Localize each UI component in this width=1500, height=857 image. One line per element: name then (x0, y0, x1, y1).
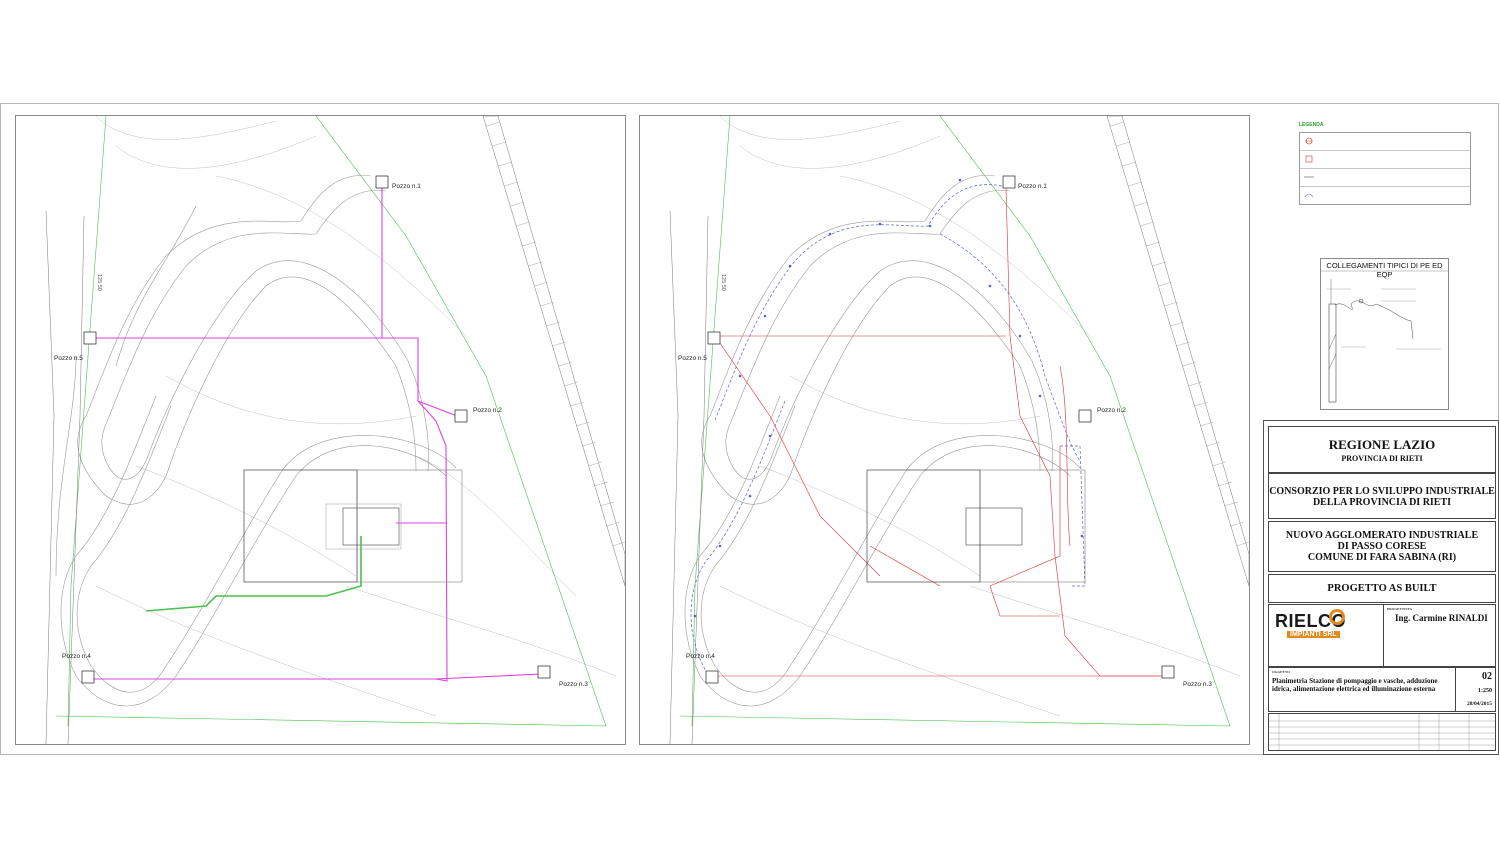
plan-view-right: Pozzo n.1 Pozzo n.2 Pozzo n.3 Pozzo n.4 … (639, 115, 1250, 745)
legend-row (1300, 151, 1470, 169)
client-line1: CONSORZIO PER LO SVILUPPO INDUSTRIALE (1269, 486, 1495, 497)
region-cell: REGIONE LAZIO PROVINCIA DI RIETI (1268, 426, 1496, 473)
earth-rod-icon (1304, 193, 1314, 198)
company-cell: RIELCO IMPIANTI SRL PROGETTISTA Ing. Car… (1268, 604, 1496, 667)
region-title: REGIONE LAZIO (1328, 437, 1436, 452)
designer-label: PROGETTISTA (1387, 607, 1413, 611)
well-label: Pozzo n.4 (686, 653, 715, 660)
logo-ring-icon (1329, 609, 1345, 625)
project-cell: NUOVO AGGLOMERATO INDUSTRIALE DI PASSO C… (1268, 521, 1496, 572)
legend-title: LEGENDA (1299, 122, 1324, 128)
legend-row (1300, 133, 1470, 151)
revision-grid (1269, 714, 1495, 750)
title-block: REGIONE LAZIO PROVINCIA DI RIETI CONSORZ… (1263, 420, 1499, 755)
lamp-symbol-icon (1305, 137, 1313, 145)
sheet-number: 02 (1482, 671, 1492, 682)
connection-detail: COLLEGAMENTI TIPICI DI PE ED EQP (1320, 258, 1449, 410)
client-line2: DELLA PROVINCIA DI RIETI (1312, 497, 1452, 508)
connection-detail-drawing (1321, 270, 1448, 403)
drawing-cell: OGGETTO Planimetria Stazione di pompaggi… (1268, 667, 1496, 712)
connection-detail-title: COLLEGAMENTI TIPICI DI PE ED EQP (1326, 261, 1443, 279)
elevation-label: 125.50 (720, 274, 726, 291)
sheet-info: 02 1:250 28/04/2015 (1455, 668, 1496, 711)
elevation-label: 125.50 (96, 274, 102, 291)
designer-name: Ing. Carmine RINALDI (1395, 613, 1488, 623)
plan-view-left: Pozzo n.1 Pozzo n.2 Pozzo n.3 Pozzo n.4 … (15, 115, 626, 745)
well-label: Pozzo n.5 (54, 355, 83, 362)
well-label: Pozzo n.4 (62, 653, 91, 660)
project-line3: COMUNE DI FARA SABINA (RI) (1307, 552, 1457, 563)
project-line2: DI PASSO CORESE (1337, 541, 1427, 552)
junction-box-icon (1305, 155, 1313, 163)
legend-row (1300, 169, 1470, 187)
well-label: Pozzo n.1 (392, 183, 421, 190)
drawing-label: OGGETTO (1272, 670, 1290, 674)
site-plan-right: Pozzo n.1 Pozzo n.2 Pozzo n.3 Pozzo n.4 … (669, 116, 1249, 744)
revision-table (1268, 713, 1496, 751)
well-label: Pozzo n.2 (1097, 407, 1126, 414)
company-logo: RIELCO (1275, 611, 1347, 631)
stage-cell: PROGETTO AS BUILT (1268, 574, 1496, 603)
well-label: Pozzo n.3 (1183, 681, 1212, 688)
scale-value: 1:250 (1478, 688, 1492, 694)
province-title: PROVINCIA DI RIETI (1341, 454, 1423, 463)
drawing-title: Planimetria Stazione di pompaggio e vasc… (1272, 677, 1438, 693)
date-value: 28/04/2015 (1466, 701, 1492, 707)
legend (1299, 132, 1471, 205)
well-label: Pozzo n.3 (559, 681, 588, 688)
site-plan-left: Pozzo n.1 Pozzo n.2 Pozzo n.3 Pozzo n.4 … (45, 116, 625, 744)
cable-line-icon (1304, 176, 1314, 178)
company-logo-area: RIELCO IMPIANTI SRL (1269, 605, 1384, 666)
legend-row (1300, 187, 1470, 204)
well-label: Pozzo n.2 (473, 407, 502, 414)
client-cell: CONSORZIO PER LO SVILUPPO INDUSTRIALE DE… (1268, 473, 1496, 519)
well-label: Pozzo n.5 (678, 355, 707, 362)
stage-title: PROGETTO AS BUILT (1327, 583, 1437, 594)
well-label: Pozzo n.1 (1018, 183, 1047, 190)
project-line1: NUOVO AGGLOMERATO INDUSTRIALE (1285, 530, 1479, 541)
company-subtitle: IMPIANTI SRL (1287, 631, 1340, 638)
